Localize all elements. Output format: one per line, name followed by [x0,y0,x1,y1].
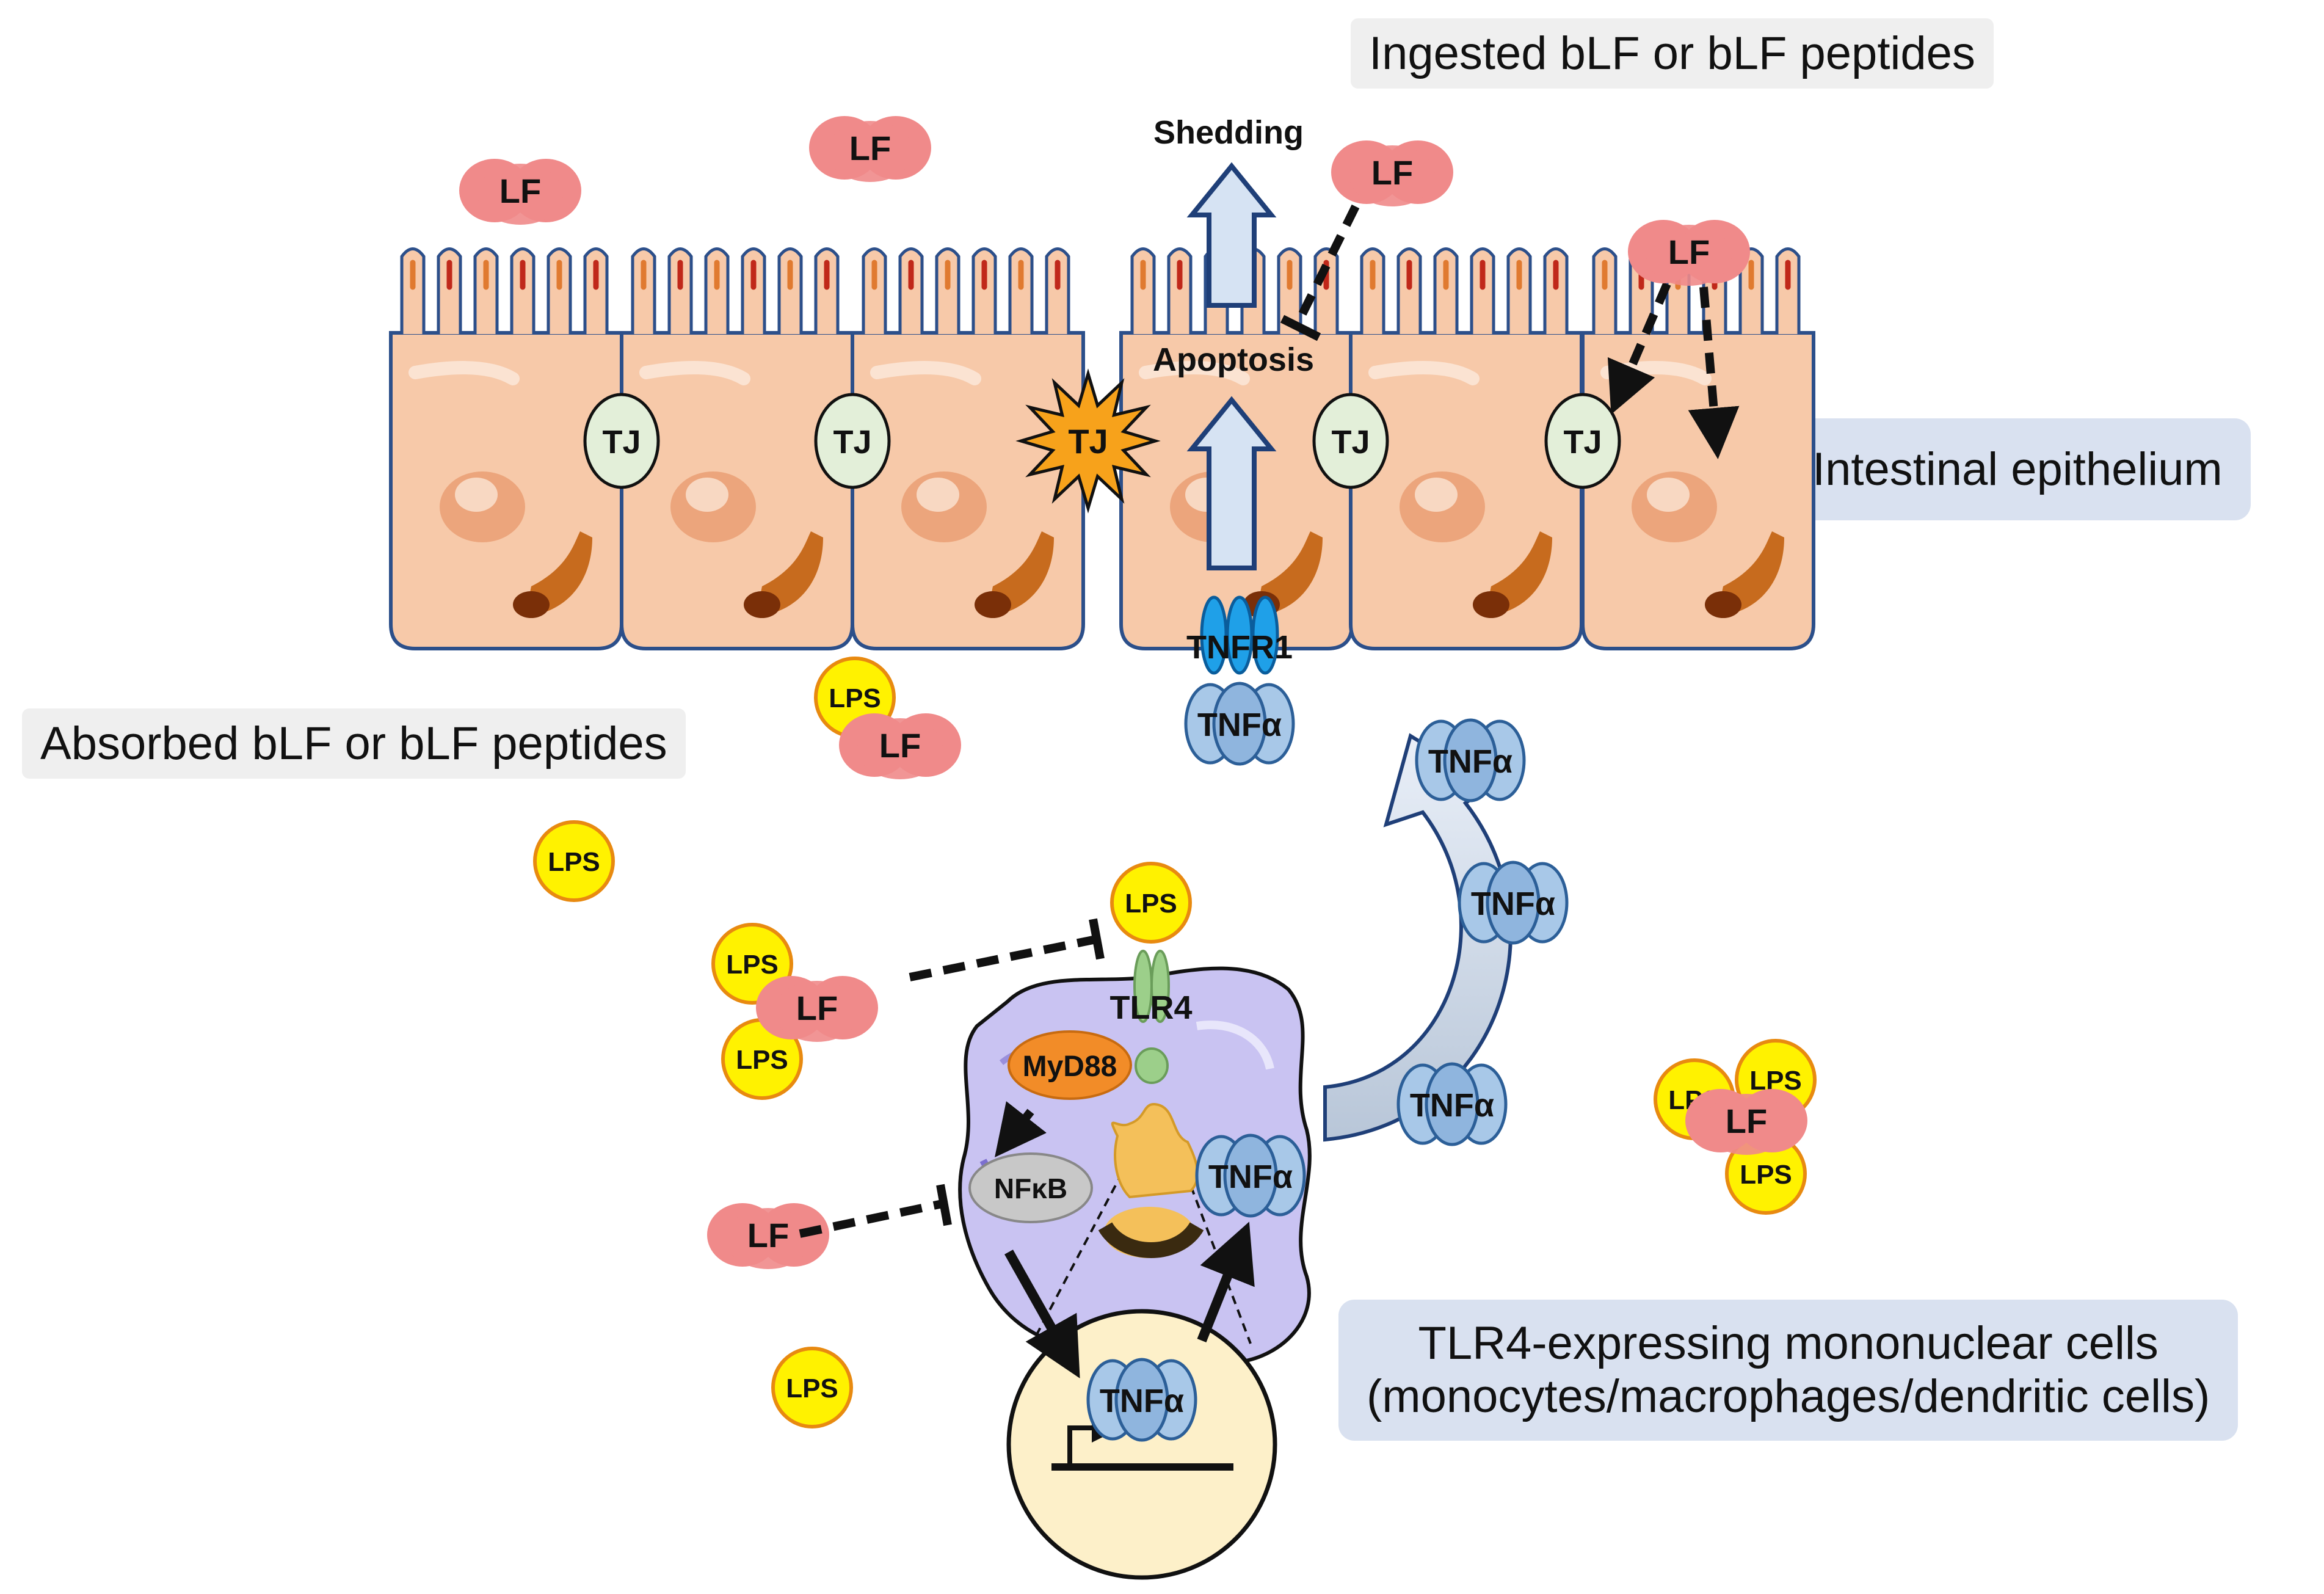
lf-label: LF [1668,233,1710,271]
macrophage-cell [958,966,1312,1365]
tnfa-label: TNFα [1208,1159,1293,1195]
lps-label: LPS [1740,1160,1792,1190]
tight-junction-label: TJ [1563,424,1602,460]
tnfr1-receptor [1200,595,1279,675]
lf-inhibits-nfkb [799,1184,952,1238]
lf-label: LF [1371,153,1413,192]
epithelial-cell [1581,247,1815,650]
lf-to-tj-arrow [1607,282,1671,415]
tlr4-cells-label-line2: (monocytes/macrophages/dendritic cells) [1367,1370,2210,1423]
tnfa-secretion-curve-arrow [1323,733,1512,1142]
nfkb-to-nucleus-arrow [1004,1250,1080,1378]
tnfa-label: TNFα [1197,707,1282,743]
lps-molecule: LPS [533,820,615,902]
lps-label: LPS [548,847,600,877]
tnfa-trimer: TNFα [1415,718,1526,802]
nucleus-to-tnfa-arrow [1197,1221,1255,1342]
lf-molecules: LF LF LF LF LF LF LF LF [459,116,1807,1269]
tnfa-trimer: TNFα [1184,682,1295,766]
tnfa-trimer: TNFα [1195,1134,1306,1218]
epithelial-cell [851,247,1085,650]
lps-label: LPS [736,1045,788,1075]
tnfa-trimer: TNFα [1458,861,1569,945]
lf-label: LF [796,989,838,1027]
lps-molecule: LPS [814,657,896,738]
lps-molecule: LPS [1725,1133,1807,1215]
nfkb-label: NFκB [994,1173,1067,1204]
lf-molecule: LF [809,116,931,182]
tight-junction: TJ [814,393,891,489]
tight-junction: TJ [583,393,660,489]
lf-molecule: LF [1628,220,1750,286]
lf-molecule: LF [459,159,581,225]
nfkb: NFκB [968,1152,1093,1223]
disrupted-tight-junction-label: TJ [1068,422,1108,460]
lps-molecule: LPS [711,923,793,1005]
epithelial-cell [620,247,854,650]
lps-label: LPS [786,1374,838,1403]
epithelial-cell [389,247,623,650]
lf-inhibits-tlr4 [909,918,1105,981]
tlr4-cells-label-line1: TLR4-expressing mononuclear cells [1418,1317,2159,1369]
lf-molecule: LF [756,976,878,1042]
tight-junction-label: TJ [833,424,871,460]
tnfa-label: TNFα [1428,743,1512,780]
lf-label: LF [879,726,921,765]
tight-junction-label: TJ [602,424,641,460]
myd88-to-nfkb-arrow [995,1101,1047,1158]
epithelial-cells [389,247,1815,650]
lf-molecule: LF [839,713,961,779]
tight-junction: TJ [1544,393,1621,489]
tnfa-trimer: TNFα [1086,1358,1197,1442]
shedding-label: Shedding [1153,114,1304,151]
lps-label: LPS [1668,1085,1721,1115]
disrupted-tight-junction: TJ [1015,368,1161,514]
tnfa-label: TNFα [1471,886,1555,922]
lps-molecule: LPS [721,1018,803,1100]
lps-label: LPS [1749,1066,1802,1096]
lf-label: LF [849,129,891,167]
tlr4-receptor [1133,950,1170,1084]
tnfa-label: TNFα [1100,1383,1184,1419]
absorbed-label: Absorbed bLF or bLF peptides [22,708,686,779]
lps-label: LPS [726,950,779,980]
ingested-label: Ingested bLF or bLF peptides [1351,18,1994,89]
epithelial-cell [1349,247,1583,650]
golgi-organelle [1098,1103,1204,1258]
lps-molecule: LPS [771,1347,853,1428]
lf-molecule: LF [1331,140,1453,206]
lps-molecule: LPS [1654,1058,1735,1140]
myd88: MyD88 [1008,1030,1132,1100]
lf-molecule: LF [1685,1089,1807,1155]
tlr4-label: TLR4 [1110,989,1193,1026]
macrophage-nucleus [1006,1309,1277,1580]
tight-junctions: TJ TJ TJ TJ TJ [583,368,1621,514]
tnfr1-label: TNFR1 [1186,629,1293,666]
shedding-arrow [1186,162,1277,308]
lps-molecule: LPS [1735,1039,1817,1121]
lf-to-nucleus-arrow [1688,286,1740,459]
lf-molecule: LF [707,1203,829,1269]
tnfa-trimer: TNFα [1396,1062,1508,1146]
lf-label: LF [499,172,541,210]
tight-junction-label: TJ [1331,424,1370,460]
lf-inhibits-apoptosis [1280,204,1360,341]
tnfa-label: TNFα [1410,1087,1494,1124]
lps-label: LPS [829,683,881,713]
apoptosis-label: Apoptosis [1153,341,1314,378]
myd88-label: MyD88 [1023,1050,1117,1083]
apoptosis-arrow [1186,396,1277,570]
lf-label: LF [747,1216,789,1254]
organelle-to-nucleus-lines [1031,1172,1252,1344]
epithelial-cell [1119,247,1354,650]
tight-junction: TJ [1312,393,1389,489]
tlr4-cells-label: TLR4-expressing mononuclear cells (monoc… [1338,1300,2239,1441]
lf-label: LF [1726,1102,1767,1140]
intestinal-epithelium-label: Intestinal epithelium [1784,418,2251,521]
lps-label: LPS [1125,889,1177,919]
lps-molecule: LPS [1110,862,1192,944]
